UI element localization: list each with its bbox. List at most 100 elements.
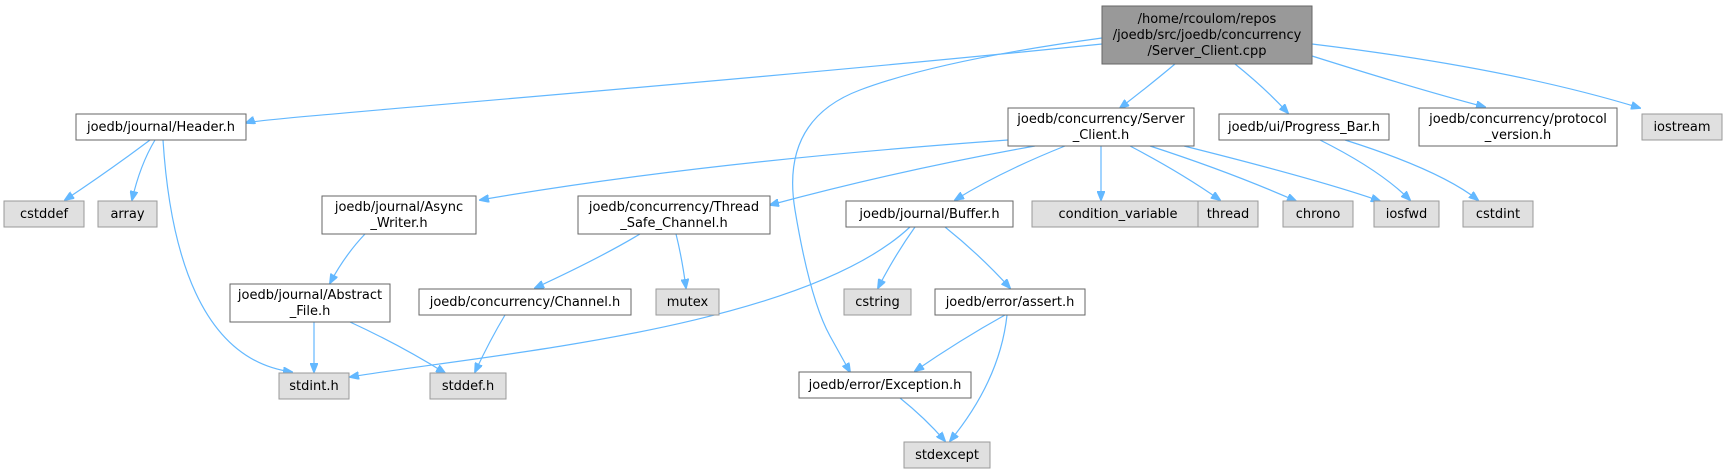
edge-thread-safe-channel-to-channel (535, 233, 641, 288)
edge-async-writer-to-abstract-file (330, 233, 366, 283)
edge-progress-bar-to-iosfwd (1319, 139, 1410, 200)
node-box (75, 113, 247, 141)
node-box (1641, 113, 1723, 141)
node-label: _Client.h (1072, 128, 1130, 143)
node-box (321, 195, 477, 235)
edge-root-to-header (246, 43, 1103, 123)
edge-server-client-h-to-thread-safe-channel (770, 145, 1036, 205)
node-box (429, 372, 507, 400)
edge-root-to-exception (792, 37, 1103, 372)
edge-assert-to-exception (915, 314, 1006, 371)
node-label: _version.h (1484, 128, 1552, 143)
node-label: cstdint (1476, 207, 1520, 222)
node-label: iostream (1653, 120, 1710, 135)
edge-progress-bar-to-cstdint (1344, 139, 1478, 200)
node-label: /joedb/src/joedb/concurrency (1113, 28, 1302, 43)
edge-buffer-to-assert (944, 226, 1010, 288)
node-box (97, 200, 158, 228)
nodes-layer: /home/rcoulom/repos/joedb/src/joedb/conc… (3, 5, 1723, 469)
node-async-writer[interactable]: joedb/journal/Async_Writer.h (321, 195, 477, 235)
node-label: joedb/journal/Async (334, 200, 463, 215)
node-label: mutex (667, 295, 709, 310)
node-box (1462, 200, 1534, 228)
node-cstdint: cstdint (1462, 200, 1534, 228)
edge-root-to-server-client-h (1120, 63, 1176, 108)
node-label: cstring (855, 295, 899, 310)
node-box (418, 288, 632, 316)
node-channel[interactable]: joedb/concurrency/Channel.h (418, 288, 632, 316)
node-label: joedb/error/Exception.h (808, 378, 962, 393)
node-server-client-h[interactable]: joedb/concurrency/Server_Client.h (1007, 107, 1195, 147)
edge-server-client-h-to-chrono (1149, 145, 1296, 201)
node-condition-variable: condition_variable (1031, 200, 1205, 228)
edges-layer (65, 37, 1640, 441)
node-box (1418, 107, 1618, 147)
node-box (1282, 200, 1354, 228)
node-label: chrono (1296, 207, 1341, 222)
node-label: /home/rcoulom/repos (1138, 12, 1277, 27)
node-label: cstddef (20, 207, 69, 222)
node-box (1197, 200, 1259, 228)
node-label: _Writer.h (369, 216, 427, 231)
node-box (934, 288, 1086, 316)
edge-thread-safe-channel-to-mutex (675, 233, 686, 288)
node-box (843, 288, 912, 316)
node-protocol-version[interactable]: joedb/concurrency/protocol_version.h (1418, 107, 1618, 147)
edge-assert-to-stdexcept (950, 314, 1008, 441)
node-box (577, 195, 771, 235)
node-progress-bar[interactable]: joedb/ui/Progress_Bar.h (1218, 113, 1390, 141)
node-label: stdint.h (289, 379, 338, 394)
node-exception[interactable]: joedb/error/Exception.h (798, 371, 972, 399)
node-label: joedb/journal/Buffer.h (858, 207, 999, 222)
node-box (278, 372, 350, 400)
edge-buffer-to-cstring (878, 226, 916, 288)
node-chrono: chrono (1282, 200, 1354, 228)
node-cstring: cstring (843, 288, 912, 316)
node-box (1373, 200, 1440, 228)
node-box (798, 371, 972, 399)
node-label: joedb/concurrency/Thread (588, 200, 759, 215)
edge-abstract-file-to-stddef (349, 321, 445, 373)
node-label: joedb/journal/Header.h (86, 120, 235, 135)
node-box (3, 200, 85, 228)
edge-server-client-h-to-buffer (955, 145, 1066, 200)
node-box (1101, 5, 1313, 65)
edge-exception-to-stdexcept (899, 397, 945, 441)
node-abstract-file[interactable]: joedb/journal/Abstract_File.h (229, 283, 391, 323)
node-label: joedb/concurrency/Server (1016, 112, 1185, 127)
node-array: array (97, 200, 158, 228)
node-label: _File.h (289, 304, 331, 319)
node-label: joedb/concurrency/protocol (1428, 112, 1607, 127)
node-iostream: iostream (1641, 113, 1723, 141)
node-box (229, 283, 391, 323)
node-box (1031, 200, 1205, 228)
node-box (1007, 107, 1195, 147)
node-label: /Server_Client.cpp (1148, 44, 1267, 59)
node-label: stddef.h (442, 379, 494, 394)
node-stdexcept: stdexcept (903, 441, 991, 469)
edge-buffer-to-stdint (350, 226, 911, 377)
node-label: thread (1207, 207, 1250, 222)
node-box (903, 441, 991, 469)
node-thread-safe-channel[interactable]: joedb/concurrency/Thread_Safe_Channel.h (577, 195, 771, 235)
node-assert[interactable]: joedb/error/assert.h (934, 288, 1086, 316)
node-header[interactable]: joedb/journal/Header.h (75, 113, 247, 141)
node-box (1218, 113, 1390, 141)
node-label: joedb/concurrency/Channel.h (429, 295, 621, 310)
node-label: _Safe_Channel.h (619, 216, 728, 231)
edge-header-to-cstddef (65, 139, 151, 200)
edge-root-to-iostream (1311, 43, 1640, 108)
node-label: stdexcept (915, 448, 979, 463)
node-box (845, 200, 1014, 228)
node-label: joedb/journal/Abstract (237, 288, 382, 303)
edge-root-to-protocol-version (1311, 55, 1485, 107)
node-label: joedb/ui/Progress_Bar.h (1227, 120, 1380, 135)
node-label: iosfwd (1386, 207, 1428, 222)
edge-header-to-array (132, 139, 156, 200)
node-iosfwd: iosfwd (1373, 200, 1440, 228)
edge-header-to-stdint (162, 139, 292, 372)
node-buffer[interactable]: joedb/journal/Buffer.h (845, 200, 1014, 228)
node-mutex: mutex (655, 288, 720, 316)
node-label: array (110, 207, 144, 222)
